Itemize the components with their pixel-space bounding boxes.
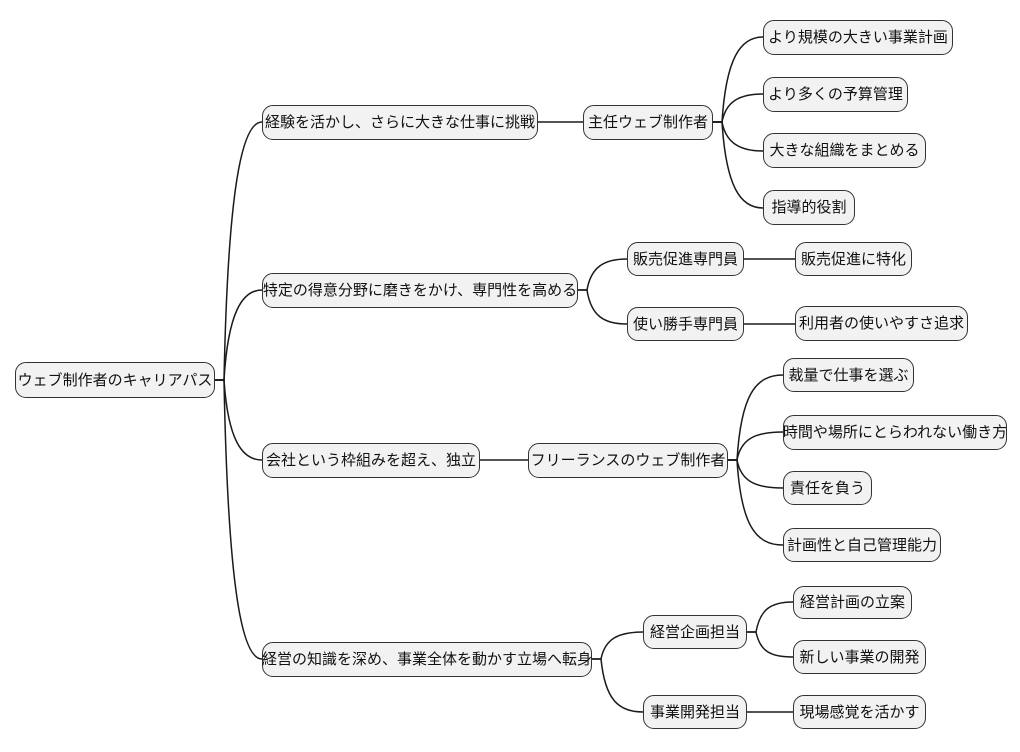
leaf-business-plan-drafting: 経営計画の立案 bbox=[793, 586, 912, 619]
edge-root-to-branch-1 bbox=[214, 121, 263, 381]
leaf-lead-large-organization: 大きな組織をまとめる bbox=[763, 133, 926, 168]
edge-branch-2-to-sales bbox=[577, 258, 628, 291]
leaf-leadership-role: 指導的役割 bbox=[763, 190, 855, 225]
leaf-sales-promotion-focus: 販売促進に特化 bbox=[795, 242, 912, 276]
edge-branch-2-to-usability bbox=[577, 289, 628, 325]
edge-branch-4-to-bizdev bbox=[591, 658, 644, 713]
root-node-career-path: ウェブ制作者のキャリアパス bbox=[15, 362, 215, 398]
leaf-choose-own-work: 裁量で仕事を選ぶ bbox=[783, 358, 914, 392]
node-corporate-planning: 経営企画担当 bbox=[643, 615, 747, 649]
edge-freelance-to-leaf-3 bbox=[727, 459, 784, 489]
edge-senior-to-leaf-2 bbox=[712, 93, 764, 123]
leaf-bigger-business-plans: より規模の大きい事業計画 bbox=[763, 20, 953, 55]
edge-root-to-branch-4 bbox=[214, 379, 263, 660]
leaf-more-budget-management: より多くの予算管理 bbox=[763, 77, 908, 112]
edge-branch-4-to-planning bbox=[591, 631, 644, 660]
edge-freelance-to-leaf-1 bbox=[727, 374, 784, 461]
leaf-user-friendliness-pursuit: 利用者の使いやすさ追求 bbox=[795, 306, 968, 341]
leaf-bear-responsibility: 責任を負う bbox=[783, 471, 872, 505]
edge-freelance-to-leaf-2 bbox=[727, 431, 784, 461]
branch-independence: 会社という枠組みを超え、独立 bbox=[262, 443, 480, 478]
leaf-planning-self-management: 計画性と自己管理能力 bbox=[783, 528, 941, 562]
leaf-field-sense: 現場感覚を活かす bbox=[793, 695, 926, 729]
node-freelance-web-creator: フリーランスのウェブ制作者 bbox=[528, 443, 728, 478]
branch-specialization: 特定の得意分野に磨きをかけ、専門性を高める bbox=[262, 273, 578, 308]
edge-planning-to-leaf-2 bbox=[746, 631, 794, 658]
edge-planning-to-leaf-1 bbox=[746, 601, 794, 633]
edge-senior-to-leaf-3 bbox=[712, 121, 764, 152]
branch-bigger-work: 経験を活かし、さらに大きな仕事に挑戦 bbox=[262, 105, 538, 140]
leaf-new-business-development: 新しい事業の開発 bbox=[793, 640, 926, 674]
branch-management-shift: 経営の知識を深め、事業全体を動かす立場へ転身 bbox=[262, 642, 592, 677]
node-senior-web-creator: 主任ウェブ制作者 bbox=[583, 105, 713, 140]
leaf-flexible-workstyle: 時間や場所にとらわれない働き方 bbox=[783, 415, 1007, 450]
edge-senior-to-leaf-4 bbox=[712, 121, 764, 209]
edge-root-to-branch-2 bbox=[214, 289, 263, 381]
node-sales-promotion-specialist: 販売促進専門員 bbox=[627, 242, 744, 276]
edge-senior-to-leaf-1 bbox=[712, 36, 764, 123]
node-usability-specialist: 使い勝手専門員 bbox=[627, 307, 744, 341]
edge-freelance-to-leaf-4 bbox=[727, 459, 784, 546]
edge-root-to-branch-3 bbox=[214, 379, 263, 461]
node-business-development: 事業開発担当 bbox=[643, 695, 747, 729]
